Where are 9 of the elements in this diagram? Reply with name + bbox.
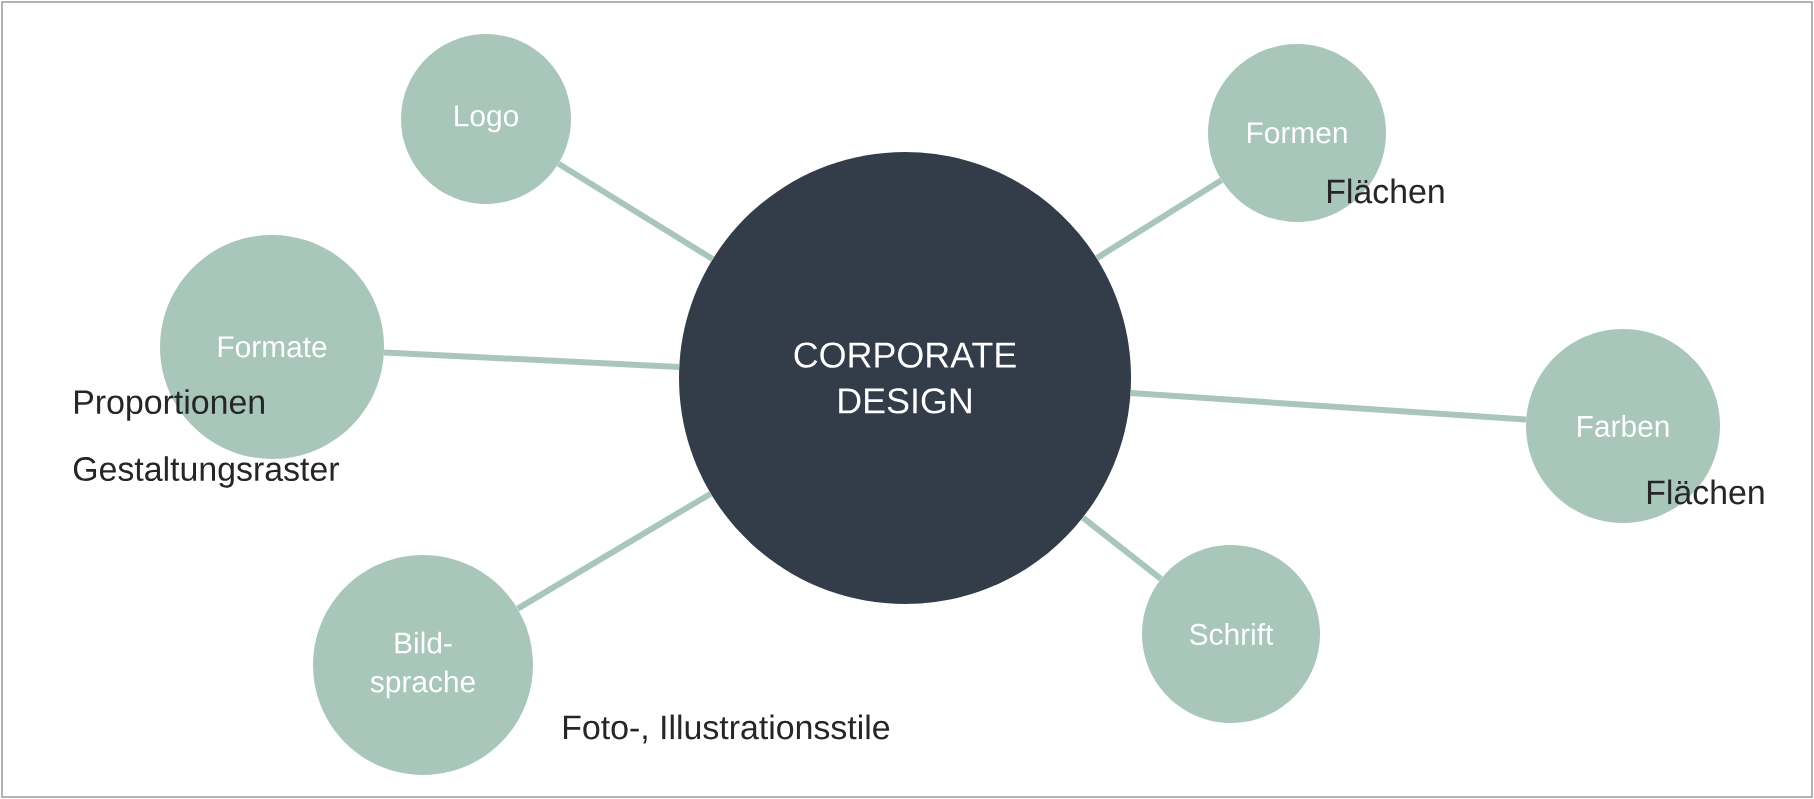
annotation-text: Foto-, Illustrationsstile <box>564 714 890 744</box>
connector-line <box>383 349 680 370</box>
connector-line <box>1095 177 1223 261</box>
connector-line <box>556 161 715 262</box>
connector-line <box>1081 515 1163 582</box>
annotation-text: Gestaltungsraster <box>73 456 339 488</box>
connector-line <box>1130 390 1527 423</box>
connector-line <box>516 491 713 612</box>
annotation-text: Proportionen <box>75 389 264 421</box>
